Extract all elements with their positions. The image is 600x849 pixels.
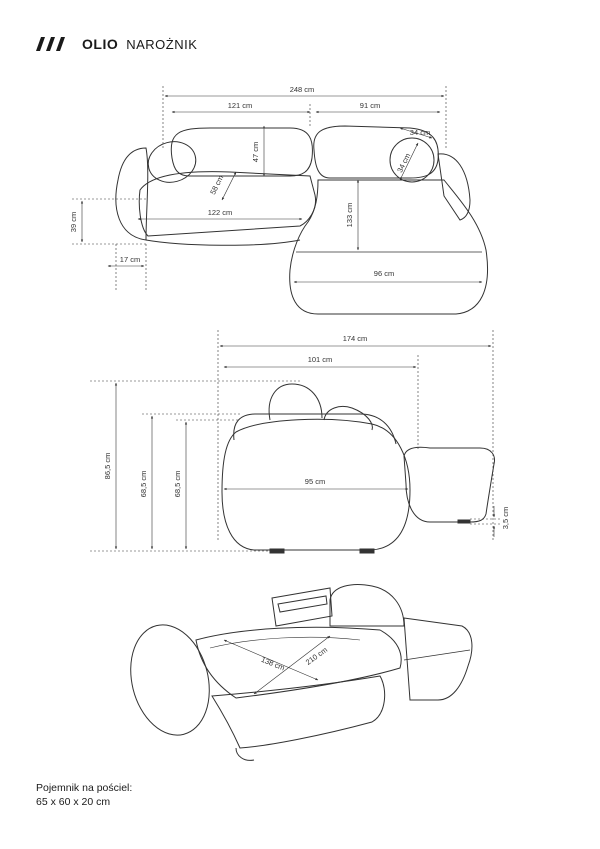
open-back-cushion <box>329 584 405 627</box>
back-pillow-2 <box>323 406 373 431</box>
chaise-side <box>403 446 495 523</box>
dim-back-height: 68,5 cm <box>173 471 182 498</box>
open-front-cushion <box>211 675 386 749</box>
back-pillow-1 <box>268 383 323 421</box>
open-mattress <box>195 626 402 699</box>
triple-slash-logo-icon <box>36 37 65 51</box>
dim-seat-width: 122 cm <box>208 208 233 217</box>
side-view-labels: 174 cm 101 cm 95 cm 86,5 cm 68,5 cm 68,5… <box>103 334 510 529</box>
top-view-dimensions <box>72 86 483 292</box>
back-cushion-left <box>170 127 313 177</box>
dim-sleep-length: 210 cm <box>304 645 329 667</box>
open-front-base <box>235 747 255 761</box>
open-view-dimensions <box>223 635 331 695</box>
dim-body-depth: 101 cm <box>308 355 333 364</box>
top-view <box>115 125 488 315</box>
dim-pillow-height: 34 cm <box>395 152 412 174</box>
dim-backrest-height: 47 cm <box>251 142 260 162</box>
storage-dimensions: 65 x 60 x 20 cm <box>36 796 111 808</box>
open-left-armrest <box>130 624 210 736</box>
open-view <box>130 584 473 761</box>
storage-label: Pojemnik na pościel: <box>36 782 133 794</box>
open-chaise <box>403 617 473 701</box>
dim-left-section: 121 cm <box>228 101 253 110</box>
dim-chaise-width: 96 cm <box>374 269 394 278</box>
storage-info: Pojemnik na pościel: 65 x 60 x 20 cm <box>36 781 132 809</box>
open-view-labels: 138 cm 210 cm <box>260 645 329 672</box>
headboard-slot <box>277 595 328 613</box>
open-chaise-seam <box>403 649 471 661</box>
front-body <box>221 418 411 551</box>
dim-armrest-height-side: 68,5 cm <box>139 471 148 498</box>
headboard-panel <box>271 587 333 627</box>
side-view <box>221 383 495 554</box>
rear-body <box>233 413 397 445</box>
mattress-fold <box>209 636 361 649</box>
base-line <box>145 239 301 246</box>
dim-seat-depth: 58 cm <box>208 174 225 196</box>
brand-name: OLIO <box>82 36 119 52</box>
dim-pillow-width: 34 cm <box>410 128 430 137</box>
dim-chaise-length: 133 cm <box>345 203 354 228</box>
dim-total-width: 248 cm <box>290 85 315 94</box>
pillow-left <box>147 141 197 183</box>
dim-total-depth: 174 cm <box>343 334 368 343</box>
dim-seat-width-side: 95 cm <box>305 477 325 486</box>
dim-armrest-height: 39 cm <box>69 212 78 232</box>
right-armrest <box>437 153 471 221</box>
product-type: NAROŻNIK <box>126 36 198 52</box>
left-armrest <box>115 147 149 241</box>
leg-chaise <box>457 519 471 524</box>
dim-total-height: 86,5 cm <box>103 453 112 480</box>
seat-cushion <box>138 171 317 237</box>
side-view-dimensions <box>90 330 500 552</box>
pillow-right <box>389 137 435 183</box>
dim-armrest-width: 17 cm <box>120 255 140 264</box>
dim-sleep-width: 138 cm <box>260 655 286 673</box>
chaise-longue <box>289 179 488 315</box>
page-header: OLIO NAROŻNIK <box>36 30 197 58</box>
top-view-labels: 248 cm 121 cm 91 cm 47 cm 58 cm 122 cm 3… <box>69 85 430 278</box>
back-cushion-right <box>313 125 439 179</box>
leg-left <box>269 548 285 554</box>
leg-right <box>359 548 375 554</box>
dim-right-section: 91 cm <box>360 101 380 110</box>
dim-leg-height: 3,5 cm <box>501 507 510 530</box>
